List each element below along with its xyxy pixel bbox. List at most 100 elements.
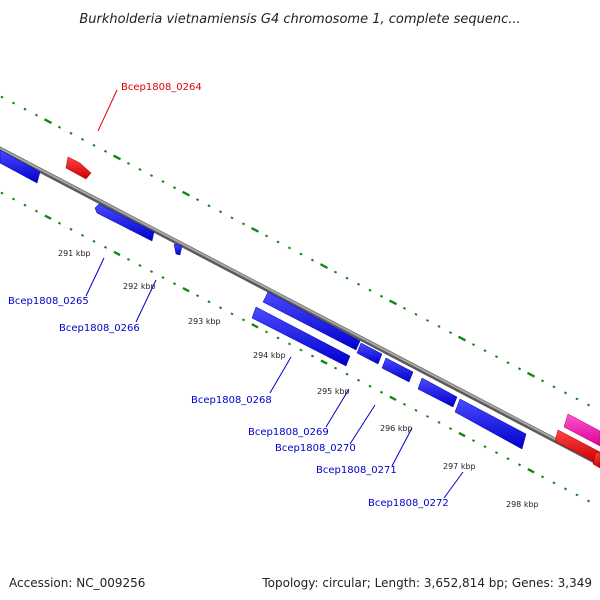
gene-bcep1808-0271[interactable]	[417, 377, 458, 408]
outer-track-minor-tick	[356, 282, 361, 286]
inner-track-minor-tick	[471, 439, 476, 442]
outer-track-minor-tick	[172, 186, 177, 190]
outer-track-minor-tick	[506, 361, 510, 365]
inner-track-minor-tick	[126, 258, 131, 261]
gene-bcep1808-0272[interactable]	[454, 398, 527, 450]
inner-track-minor-tick	[333, 366, 338, 370]
inner-track-minor-tick	[241, 318, 246, 322]
inner-track-minor-tick	[69, 227, 73, 231]
gene-bcep1808-0266[interactable]	[173, 243, 183, 256]
leader-line-0268	[269, 356, 292, 394]
outer-track-minor-tick	[138, 168, 142, 171]
outer-track-major-tick	[388, 299, 398, 306]
inner-track-minor-tick	[506, 457, 510, 461]
inner-track-major-tick	[389, 395, 397, 402]
outer-track-minor-tick	[230, 216, 234, 220]
outer-track-minor-tick	[195, 198, 200, 202]
tick-label-296: 296 kbp	[380, 424, 413, 433]
outer-track-minor-tick	[34, 113, 39, 117]
leader-line-0270	[349, 404, 376, 445]
outer-track-minor-tick	[368, 288, 372, 292]
gene-partial-left[interactable]	[0, 149, 41, 184]
leader-line-0266	[135, 279, 157, 323]
gene-bcep1808-0264[interactable]	[65, 156, 92, 180]
outer-track-minor-tick	[483, 349, 487, 353]
outer-track-minor-tick	[287, 246, 292, 250]
gene-bcep1808-0268[interactable]	[251, 306, 351, 367]
inner-track-minor-tick	[425, 415, 430, 418]
gene-bcep1808-0270[interactable]	[381, 357, 414, 383]
inner-track-minor-tick	[517, 463, 522, 467]
inner-track-minor-tick	[23, 203, 27, 207]
accession-text: Accession: NC_009256	[9, 576, 146, 590]
inner-track-minor-tick	[563, 487, 568, 491]
leader-line-0269	[325, 388, 350, 428]
outer-track-minor-tick	[517, 367, 522, 371]
outer-track-minor-tick	[414, 312, 418, 316]
inner-track-minor-tick	[34, 209, 39, 213]
outer-track-minor-tick	[80, 137, 85, 141]
inner-track-minor-tick	[172, 282, 177, 286]
leader-line-0272	[443, 471, 464, 499]
tick-label-295: 295 kbp	[317, 387, 350, 396]
inner-track-minor-tick	[310, 354, 315, 358]
outer-track-minor-tick	[425, 319, 430, 322]
gene-partial-right-red-2[interactable]	[592, 451, 600, 469]
inner-track-minor-tick	[575, 493, 579, 497]
outer-track-minor-tick	[540, 379, 545, 383]
outer-track-minor-tick	[218, 210, 223, 214]
outer-track-major-tick	[319, 263, 329, 270]
gene-label-bcep1808-0268[interactable]: Bcep1808_0268	[191, 395, 272, 406]
gene-label-bcep1808-0271[interactable]: Bcep1808_0271	[316, 465, 397, 476]
outer-track-minor-tick	[552, 385, 556, 389]
leader-lines	[85, 89, 464, 499]
gene-label-bcep1808-0265[interactable]: Bcep1808_0265	[8, 296, 89, 307]
inner-track-minor-tick	[494, 451, 499, 455]
map-title: Burkholderia vietnamiensis G4 chromosome…	[79, 12, 520, 27]
gene-bcep1808-0269[interactable]	[356, 342, 383, 365]
inner-track-minor-tick	[379, 390, 384, 394]
inner-track-major-tick	[44, 214, 52, 220]
inner-track-major-tick	[320, 359, 328, 365]
outer-track-minor-tick	[494, 355, 499, 359]
outer-track-minor-tick	[575, 397, 579, 401]
gene-label-bcep1808-0269[interactable]: Bcep1808_0269	[248, 427, 329, 438]
outer-track-major-tick	[457, 335, 467, 342]
outer-tick-track	[0, 95, 591, 407]
gene-label-bcep1808-0264[interactable]: Bcep1808_0264	[121, 82, 202, 93]
tick-label-293: 293 kbp	[188, 317, 221, 326]
tick-label-298: 298 kbp	[506, 500, 539, 509]
outer-track-minor-tick	[437, 325, 441, 328]
gene-partial-right-pink[interactable]	[563, 413, 600, 447]
leader-line-0271	[391, 427, 413, 467]
inner-track-minor-tick	[80, 233, 85, 237]
inner-track-minor-tick	[345, 372, 349, 376]
outer-track-minor-tick	[11, 101, 16, 105]
outer-track-minor-tick	[241, 222, 246, 226]
gene-label-bcep1808-0272[interactable]: Bcep1808_0272	[368, 498, 449, 509]
inner-track-minor-tick	[161, 276, 165, 279]
outer-track-minor-tick	[103, 149, 108, 153]
gene-bcep1808-0267[interactable]	[262, 291, 361, 351]
outer-track-minor-tick	[57, 125, 62, 129]
inner-track-minor-tick	[586, 499, 591, 503]
gene-label-bcep1808-0266[interactable]: Bcep1808_0266	[59, 323, 140, 334]
leader-line-0264	[97, 89, 118, 132]
outer-track-minor-tick	[448, 331, 453, 334]
inner-track-minor-tick	[540, 475, 545, 479]
gene-bcep1808-0265[interactable]	[94, 203, 155, 242]
outer-track-minor-tick	[126, 162, 131, 165]
inner-track-minor-tick	[57, 221, 62, 225]
outer-track-major-tick	[526, 371, 536, 378]
inner-track-minor-tick	[218, 306, 223, 310]
inner-track-minor-tick	[149, 270, 154, 273]
gene-label-bcep1808-0270[interactable]: Bcep1808_0270	[275, 443, 356, 454]
outer-track-major-tick	[43, 118, 53, 125]
outer-track-major-tick	[112, 154, 122, 161]
inner-track-minor-tick	[414, 408, 418, 412]
outer-track-minor-tick	[586, 403, 591, 407]
inner-track-major-tick	[113, 250, 121, 257]
inner-track-minor-tick	[11, 197, 16, 201]
inner-track-major-tick	[251, 323, 259, 329]
